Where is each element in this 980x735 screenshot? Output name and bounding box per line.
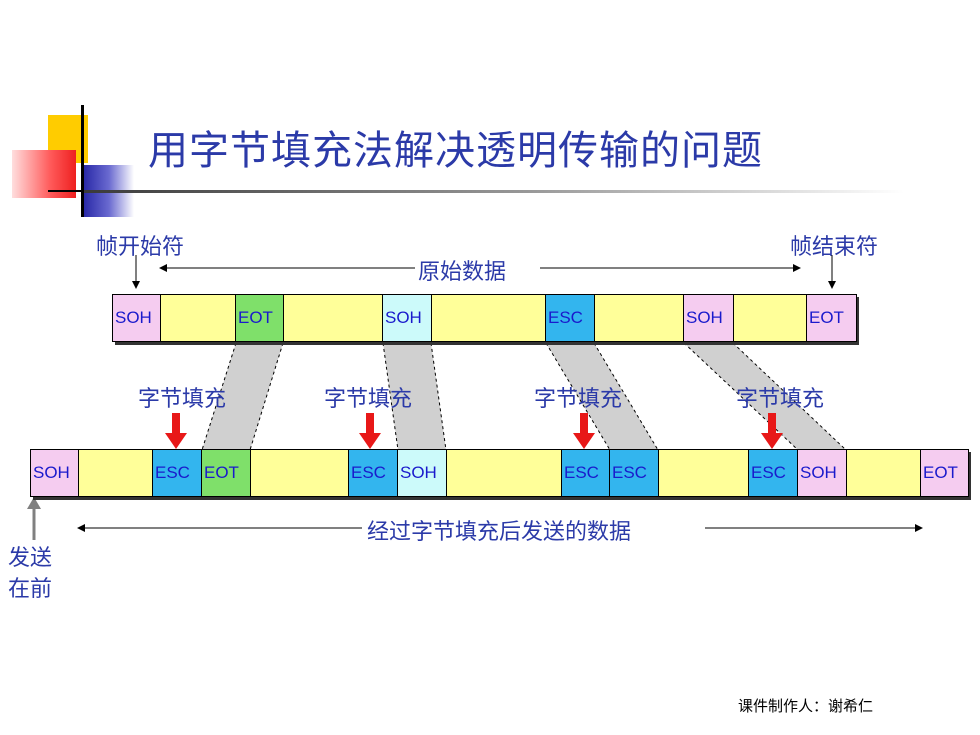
frame-end-label: 帧结束符 — [790, 235, 879, 260]
original-frame-cell — [431, 294, 546, 342]
title-underline — [84, 190, 904, 193]
stuffed-frame-cell — [658, 449, 749, 497]
stuffed-frame-cell: EOT — [201, 449, 251, 497]
byte-stuffing-label-2: 字节填充 — [324, 387, 413, 412]
stuffed-frame-cell: ESC — [561, 449, 610, 497]
original-frame-cell — [594, 294, 684, 342]
original-frame-cell: SOH — [382, 294, 432, 342]
stuffed-data-label: 经过字节填充后发送的数据 — [367, 520, 632, 545]
stuffed-frame-cell: SOH — [797, 449, 847, 497]
original-data-label: 原始数据 — [418, 260, 507, 285]
vertical-rule — [81, 105, 84, 217]
send-first-label-line2: 在前 — [8, 577, 53, 602]
original-frame-cell: EOT — [235, 294, 284, 342]
stuffed-frame-cell: ESC — [348, 449, 398, 497]
stuffed-frame-cell: SOH — [30, 449, 79, 497]
byte-stuffing-label-4: 字节填充 — [736, 387, 825, 412]
byte-stuffing-label-3: 字节填充 — [534, 387, 623, 412]
red-arrow-4 — [761, 413, 783, 449]
stuffed-frame-cell — [446, 449, 562, 497]
send-first-label-line1: 发送 — [8, 546, 53, 571]
original-frame-cell — [733, 294, 807, 342]
original-frame-cell: EOT — [806, 294, 857, 342]
stuffed-frame-cell: ESC — [748, 449, 798, 497]
stuffed-frame-cell: EOT — [920, 449, 969, 497]
page-title: 用字节填充法解决透明传输的问题 — [148, 128, 763, 174]
stuffed-frame-cell — [846, 449, 921, 497]
band-soh-2 — [684, 343, 846, 450]
red-arrow-2 — [359, 413, 381, 449]
band-eot — [202, 343, 283, 450]
original-frame-cell — [283, 294, 383, 342]
original-frame-cell: SOH — [112, 294, 161, 342]
byte-stuffing-label-1: 字节填充 — [138, 387, 227, 412]
stuffed-frame-cell — [250, 449, 349, 497]
stuffed-frame-cell — [78, 449, 153, 497]
band-soh — [383, 343, 446, 450]
red-arrow-3 — [573, 413, 595, 449]
stuffed-frame-cell: ESC — [609, 449, 659, 497]
original-frame-cell — [160, 294, 236, 342]
footer-author: 课件制作人：谢希仁 — [738, 697, 874, 715]
original-frame-cell: SOH — [683, 294, 734, 342]
frame-start-label: 帧开始符 — [96, 235, 185, 260]
stuffed-frame-cell: SOH — [397, 449, 447, 497]
original-frame-cell: ESC — [545, 294, 595, 342]
horizontal-rule — [48, 190, 90, 192]
band-esc — [546, 343, 658, 450]
red-arrow-1 — [165, 413, 187, 449]
stuffed-frame-cell: ESC — [152, 449, 202, 497]
